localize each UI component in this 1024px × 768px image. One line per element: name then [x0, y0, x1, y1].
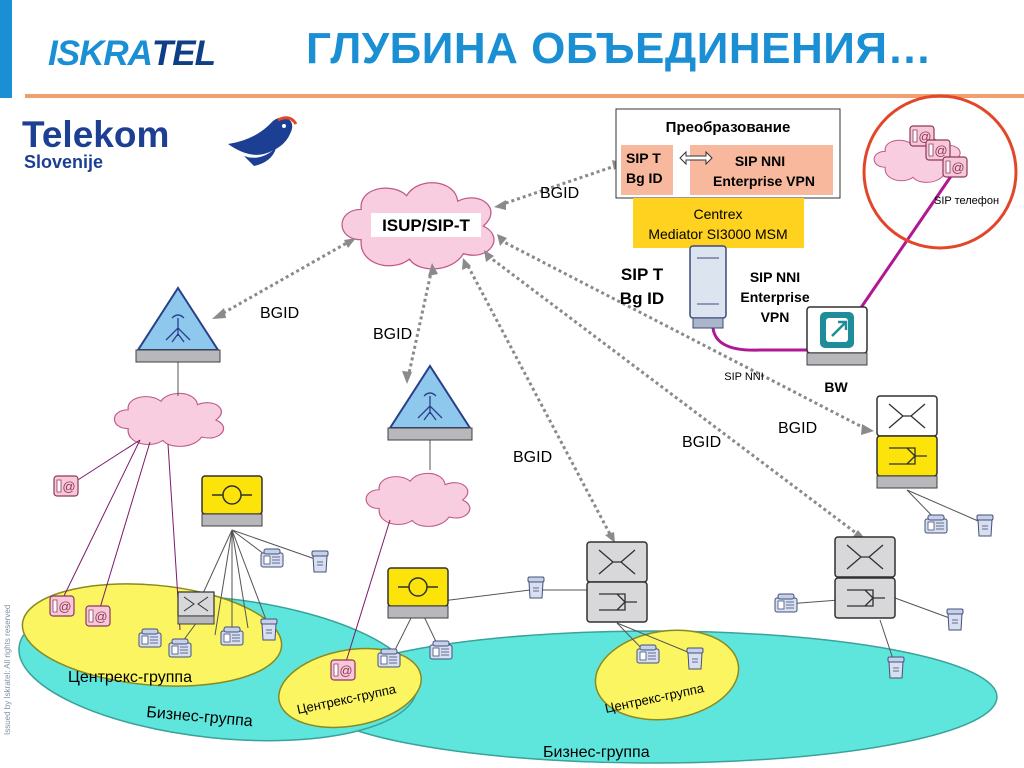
bgid-label-mid: BGID — [373, 326, 412, 343]
conversion-right-line1: SIP NNI — [735, 153, 785, 169]
sip-phone-label: SIP телефон — [934, 195, 999, 207]
centrex-group-ellipse-mid — [278, 647, 422, 729]
bgid-label-center: BGID — [513, 449, 552, 466]
node-top-right — [876, 395, 938, 489]
node-x-center — [586, 541, 648, 583]
switch-yellow-left — [201, 475, 263, 527]
centrex-group-label-left: Центрекс-группа — [68, 669, 192, 686]
mediator-line1: Centrex — [693, 206, 742, 222]
switch-yellow-mid — [387, 567, 449, 619]
page-title: ГЛУБИНА ОБЪЕДИНЕНИЯ… — [306, 24, 933, 73]
core-cloud-label: ISUP/SIP-T — [382, 216, 470, 235]
bgid-links — [217, 163, 869, 539]
node-x-right — [834, 536, 896, 578]
conversion-left-cell — [621, 145, 673, 195]
bw-label: BW — [824, 379, 848, 395]
conversion-left-line1: SIP T — [626, 150, 661, 166]
siptbg-line1: SIP T — [621, 265, 664, 284]
cloud-left — [113, 392, 225, 448]
copyright-note: Issued by Iskratel: All rights reserved — [3, 604, 12, 735]
sipnni-line1: SIP NNI — [750, 269, 800, 285]
bird-logo-icon — [228, 116, 298, 166]
bgid-label-conversion: BGID — [540, 185, 579, 202]
conversion-right-cell — [690, 145, 833, 195]
router-mid — [387, 365, 473, 441]
bw-app-icon — [806, 306, 868, 366]
conversion-right-line2: Enterprise VPN — [713, 173, 815, 189]
double-arrow-icon — [679, 150, 713, 166]
cloud-mid — [365, 472, 471, 527]
server-icon — [689, 245, 727, 329]
bgid-label-far-right: BGID — [778, 420, 817, 437]
magenta-link-bw — [711, 327, 808, 352]
telekom-slovenije-logo: Telekom Slovenije — [22, 114, 170, 172]
sipnni-line2: Enterprise — [740, 289, 809, 305]
iskratel-logo: ISKRATEL — [48, 34, 216, 73]
siptbg-line2: Bg ID — [620, 289, 664, 308]
sip-phone-highlight — [862, 94, 1018, 250]
node-amp-center — [586, 581, 648, 623]
sip-links — [61, 439, 391, 666]
router-left — [135, 287, 221, 363]
sipnni-small: SIP NNI — [724, 371, 764, 383]
bgid-label-left: BGID — [260, 305, 299, 322]
core-label-bg — [371, 213, 481, 237]
business-group-label-right: Бизнес-группа — [543, 744, 650, 761]
magenta-link-sip — [856, 165, 960, 313]
bgid-label-right: BGID — [682, 434, 721, 451]
mediator-line2: Mediator SI3000 MSM — [648, 226, 787, 242]
conversion-left-line2: Bg ID — [626, 170, 663, 186]
accent-bar — [0, 0, 12, 98]
sipnni-line3: VPN — [761, 309, 790, 325]
node-amp-right — [834, 577, 896, 619]
mediator-box — [633, 198, 804, 248]
node-small-x — [177, 591, 215, 625]
conversion-title: Преобразование — [666, 119, 791, 136]
